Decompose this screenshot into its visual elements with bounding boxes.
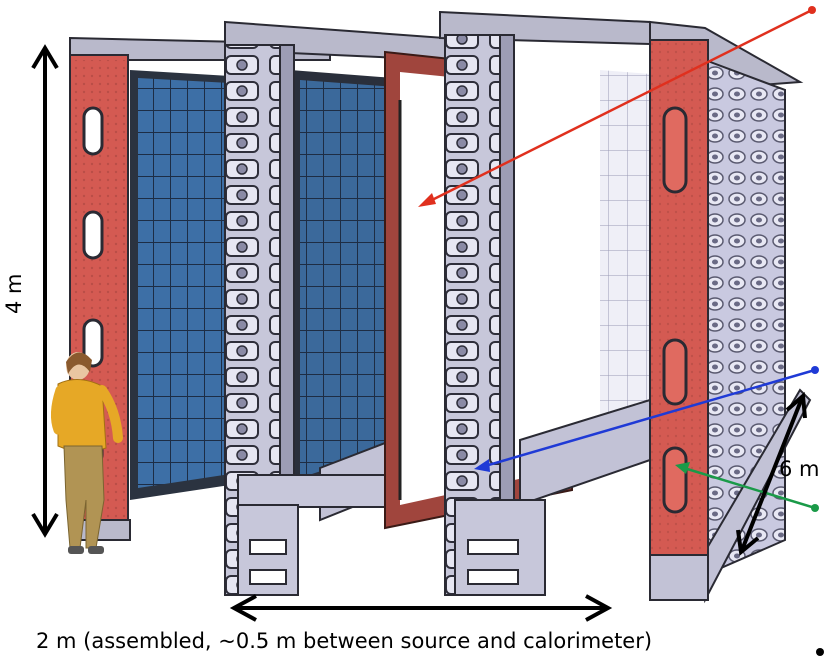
- depth-label: 6 m: [779, 457, 820, 481]
- red-pointer-dot: [808, 6, 816, 14]
- trailing-dot: [816, 648, 824, 656]
- height-label: 4 m: [2, 273, 26, 315]
- green-pointer-arrow: [683, 466, 816, 510]
- depth-dimension-arrow: [736, 391, 807, 556]
- tracker-frame-2: [439, 10, 651, 596]
- red-pointer-arrow: [427, 8, 813, 204]
- green-pointer-dot: [811, 504, 819, 512]
- width-label: 2 m (assembled, ~0.5 m between source an…: [36, 629, 653, 653]
- width-dimension-arrow: [229, 594, 613, 622]
- height-dimension-arrow: [31, 44, 59, 538]
- blue-pointer-dot: [811, 366, 819, 374]
- human-figure-icon: [50, 352, 123, 554]
- right-calorimeter-wall: [649, 20, 812, 604]
- blue-pointer-arrow: [484, 368, 816, 468]
- pointer-arrows: [418, 6, 819, 512]
